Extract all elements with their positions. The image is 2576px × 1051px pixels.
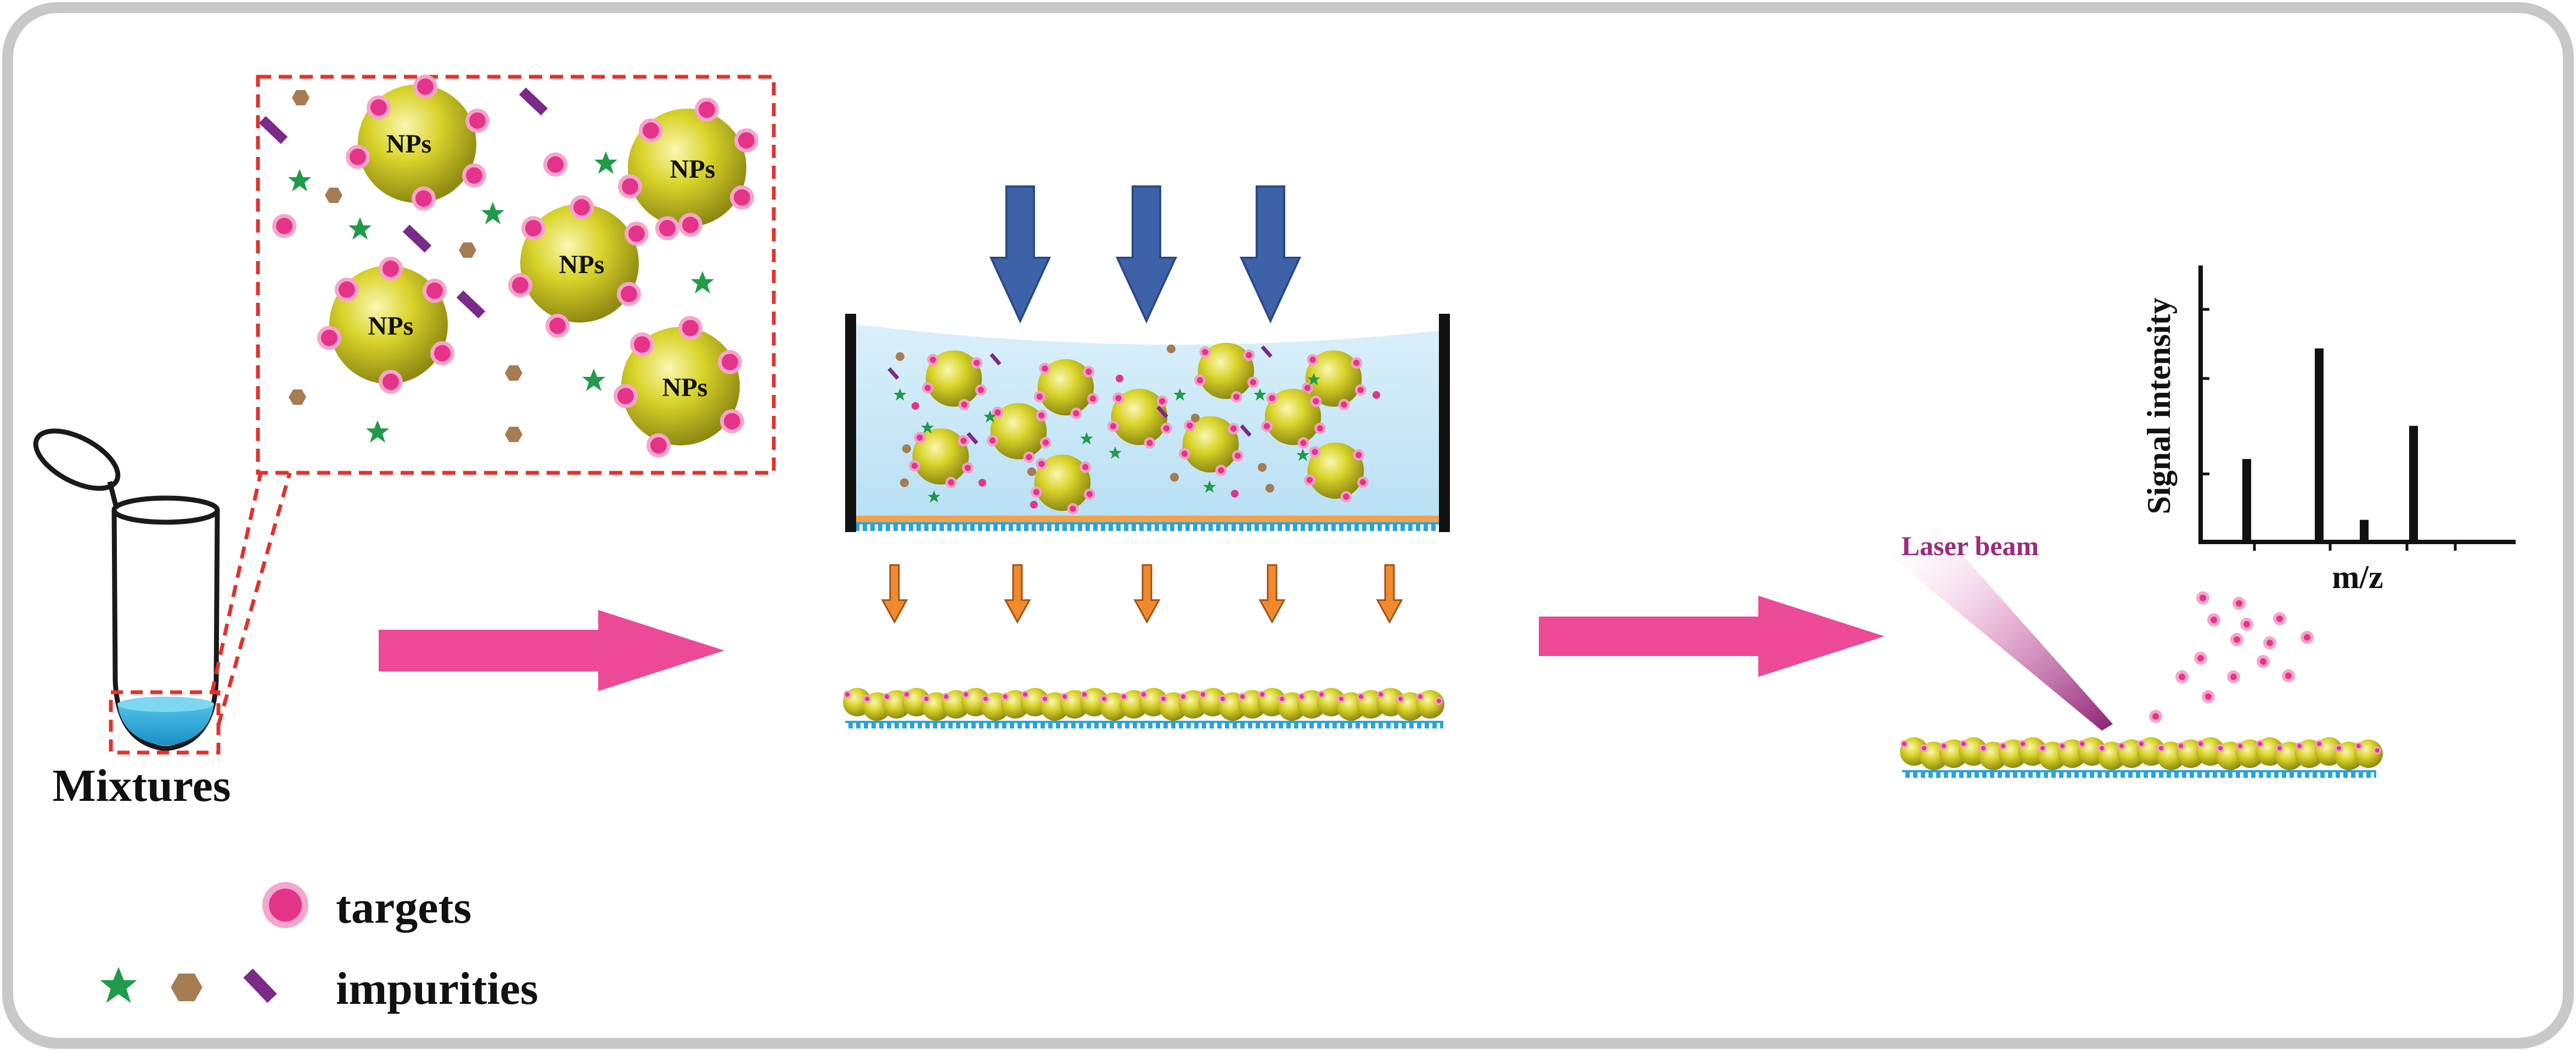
ion-marker — [2149, 710, 2162, 723]
nanoparticle-label: NPs — [368, 312, 414, 341]
nanoparticle-label: NPs — [559, 250, 605, 279]
mixture-zoom-panel: NPs NPs NPs NPs NPs — [256, 75, 776, 475]
nanoparticle: NPs — [618, 98, 758, 237]
mass-spectrum: Signal intensity m/z — [2141, 265, 2516, 595]
ion-marker — [2273, 612, 2286, 625]
filtrate-arrows — [881, 564, 1403, 624]
legend-impurities-label: impurities — [336, 963, 538, 1014]
laser-beam-label: Laser beam — [1902, 530, 2039, 561]
target-legend-icon — [262, 882, 308, 928]
enriched-np-layer — [843, 688, 1444, 728]
pressure-arrows — [989, 185, 1302, 324]
filtration-vessel — [845, 314, 1450, 532]
ion-marker — [2207, 613, 2220, 626]
spectrum-peak — [2315, 348, 2324, 542]
spectrum-peak — [2409, 426, 2418, 542]
bar-impurity-icon — [243, 968, 277, 1003]
legend: targets impurities — [100, 882, 538, 1014]
zoom-connector — [210, 472, 292, 726]
ion-marker — [2301, 631, 2314, 644]
layer-nanoparticle — [2354, 739, 2383, 768]
target-np-layer — [1900, 737, 2383, 778]
nanoparticle-label: NPs — [386, 129, 432, 159]
x-axis-label: m/z — [2332, 559, 2383, 595]
ion-marker — [2202, 690, 2215, 703]
process-arrow-icon — [379, 610, 724, 691]
nanoparticle: NPs — [346, 75, 490, 211]
spectrum-peak — [2360, 519, 2369, 542]
desorbed-ions — [2149, 591, 2314, 723]
layer-nanoparticle — [1416, 690, 1444, 719]
ion-marker — [2175, 670, 2189, 683]
nanoparticle-label: NPs — [662, 373, 708, 402]
ion-marker — [2227, 670, 2240, 683]
ion-marker — [2194, 652, 2207, 665]
legend-targets-label: targets — [336, 882, 471, 933]
spectrum-peak — [2242, 459, 2251, 542]
ion-marker — [2240, 618, 2253, 631]
ion-marker — [2232, 597, 2246, 610]
nanoparticle: NPs — [508, 195, 649, 338]
ion-marker — [2282, 669, 2295, 682]
ion-marker — [2263, 636, 2276, 649]
microcentrifuge-tube-icon — [33, 428, 221, 755]
nanoparticle: NPs — [614, 316, 744, 457]
mixtures-label: Mixtures — [52, 760, 230, 811]
ion-marker — [2257, 655, 2270, 668]
nanoparticle-label: NPs — [670, 155, 716, 184]
process-arrow-icon — [1539, 596, 1885, 677]
ion-marker — [2230, 633, 2243, 646]
y-axis-label: Signal intensity — [2141, 297, 2177, 514]
ion-marker — [2196, 591, 2209, 604]
laser-beam — [1888, 527, 2113, 731]
nanoparticle: NPs — [317, 257, 454, 394]
